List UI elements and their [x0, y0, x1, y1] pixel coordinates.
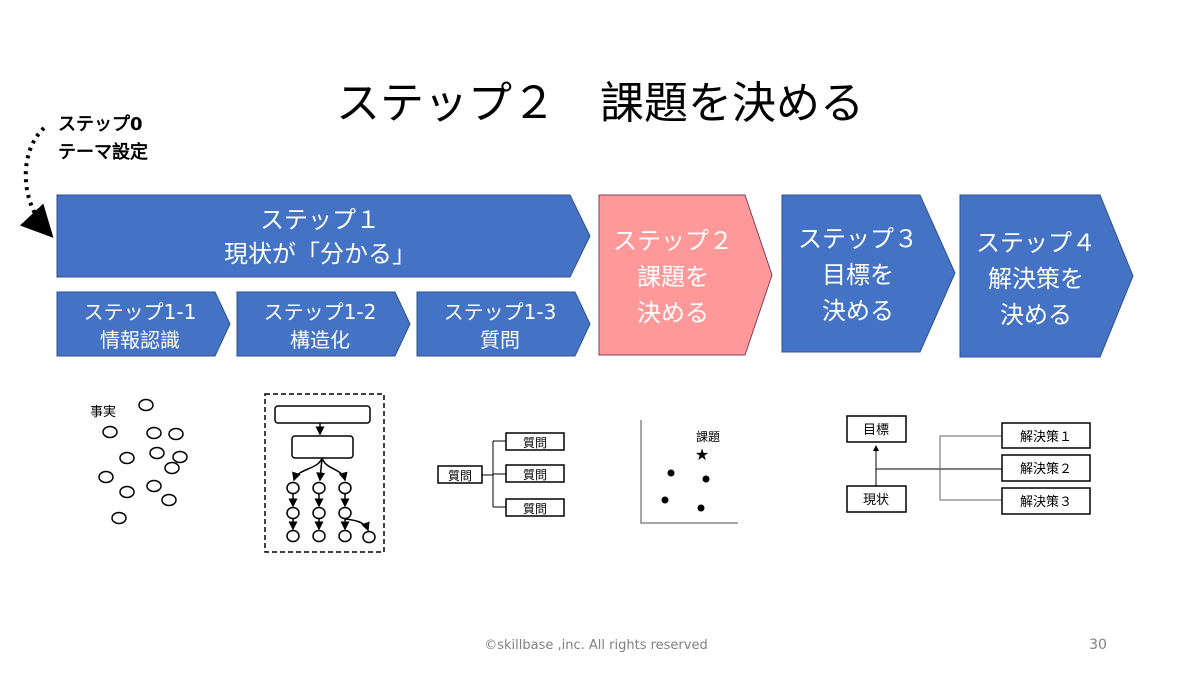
- svg-text:解決策を: 解決策を: [988, 265, 1084, 293]
- svg-text:ステップ１: ステップ１: [260, 206, 380, 234]
- svg-text:ステップ0: ステップ0: [58, 113, 143, 135]
- svg-text:質問: 質問: [448, 468, 472, 483]
- svg-text:ステップ1-3: ステップ1-3: [444, 300, 557, 324]
- step4-arrow[interactable]: ステップ４ 解決策を 決める: [959, 194, 1134, 358]
- copyright: ©skillbase ,inc. All rights reserved: [484, 638, 707, 653]
- slide-title: ステップ２ 課題を決める: [336, 78, 864, 129]
- svg-text:決める: 決める: [1000, 301, 1072, 329]
- question-tree: 質問 質問 質問 質問: [437, 432, 565, 517]
- svg-text:解決策１: 解決策１: [1020, 429, 1072, 445]
- svg-text:質問: 質問: [523, 467, 547, 482]
- svg-text:ステップ２: ステップ２: [613, 227, 733, 255]
- step2-arrow-highlighted[interactable]: ステップ２ 課題を 決める: [598, 194, 773, 356]
- dotted-arrow: [19, 126, 54, 238]
- star-icon: ★: [695, 445, 709, 464]
- svg-text:現状: 現状: [863, 493, 889, 508]
- facts-diagram: 事実: [90, 398, 188, 525]
- step1-3-arrow[interactable]: ステップ1-3 質問: [416, 291, 591, 357]
- svg-text:課題: 課題: [696, 429, 720, 444]
- svg-text:ステップ３: ステップ３: [798, 225, 918, 253]
- svg-text:解決策３: 解決策３: [1020, 494, 1072, 510]
- structure-diagram: [264, 393, 385, 553]
- step1-2-arrow[interactable]: ステップ1-2 構造化: [236, 291, 411, 357]
- svg-text:現状が「分かる」: 現状が「分かる」: [224, 240, 416, 268]
- svg-text:質問: 質問: [523, 501, 547, 516]
- svg-text:事実: 事実: [90, 404, 116, 420]
- svg-text:ステップ1-1: ステップ1-1: [84, 300, 197, 324]
- svg-text:目標: 目標: [863, 423, 889, 438]
- svg-text:テーマ設定: テーマ設定: [58, 141, 148, 163]
- goal-solution-diagram: 目標 現状 解決策１ 解決策２ 解決策３: [846, 415, 1091, 515]
- page-number: 30: [1089, 637, 1107, 653]
- svg-text:質問: 質問: [480, 328, 520, 352]
- step3-arrow[interactable]: ステップ３ 目標を 決める: [781, 194, 956, 353]
- svg-text:課題を: 課題を: [637, 263, 709, 291]
- svg-text:ステップ1-2: ステップ1-2: [264, 300, 377, 324]
- step0-label: ステップ0 テーマ設定: [58, 113, 148, 163]
- svg-text:決める: 決める: [637, 299, 709, 327]
- step1-arrow[interactable]: ステップ１ 現状が「分かる」: [56, 194, 591, 278]
- svg-text:構造化: 構造化: [290, 328, 350, 352]
- svg-text:決める: 決める: [822, 297, 894, 325]
- svg-text:解決策２: 解決策２: [1020, 461, 1072, 477]
- step1-1-arrow[interactable]: ステップ1-1 情報認識: [56, 291, 231, 357]
- svg-text:質問: 質問: [523, 435, 547, 450]
- svg-text:ステップ４: ステップ４: [976, 229, 1096, 257]
- svg-text:情報認識: 情報認識: [100, 328, 180, 352]
- issue-scatter: 課題 ★: [640, 420, 738, 524]
- svg-text:目標を: 目標を: [822, 261, 894, 289]
